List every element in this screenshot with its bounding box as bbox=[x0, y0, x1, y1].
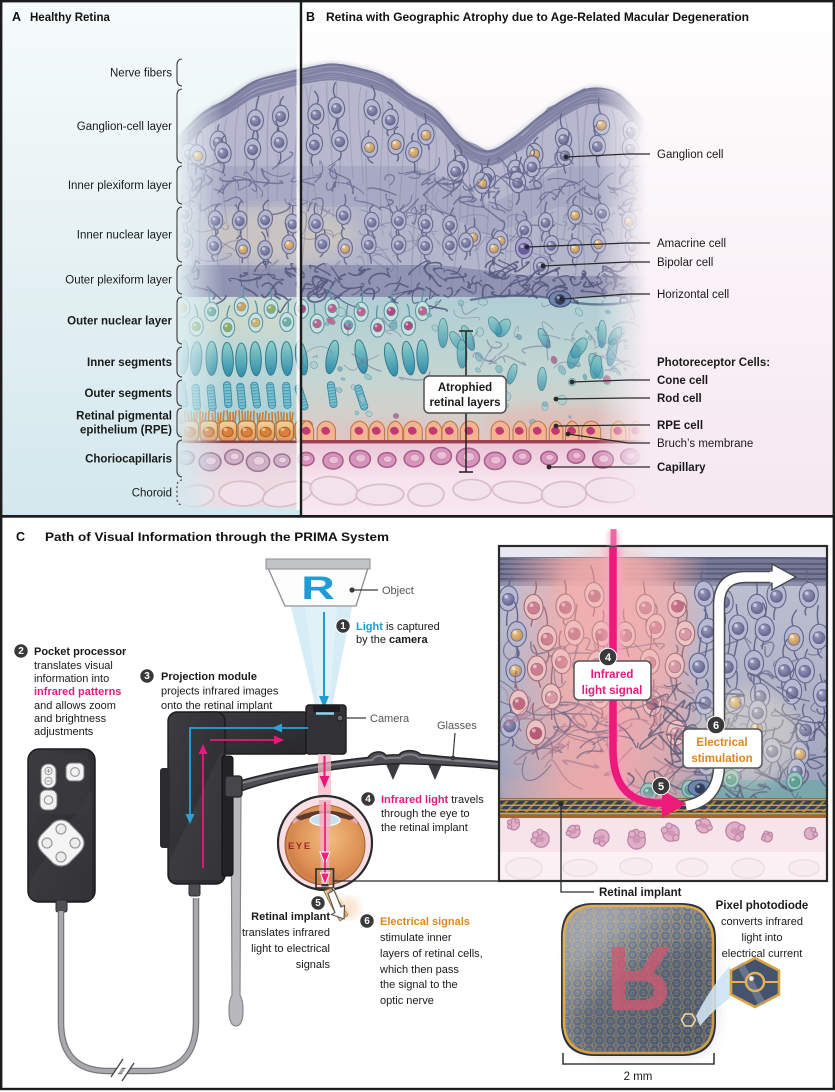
svg-text:1: 1 bbox=[340, 621, 346, 632]
svg-text:Photoreceptor Cells:: Photoreceptor Cells: bbox=[657, 357, 770, 369]
svg-text:Projection module: Projection module bbox=[161, 671, 257, 683]
svg-text:Choriocapillaris: Choriocapillaris bbox=[85, 454, 172, 466]
svg-text:stimulation: stimulation bbox=[691, 753, 752, 765]
svg-text:C: C bbox=[16, 530, 25, 544]
svg-text:Retinal implant: Retinal implant bbox=[251, 911, 330, 923]
svg-text:through the eye to: through the eye to bbox=[381, 808, 470, 820]
svg-text:light signal: light signal bbox=[582, 685, 643, 697]
svg-text:4: 4 bbox=[605, 652, 612, 664]
svg-text:translates visual: translates visual bbox=[34, 660, 113, 672]
svg-text:5: 5 bbox=[658, 781, 664, 793]
svg-text:the retinal implant: the retinal implant bbox=[381, 822, 468, 834]
svg-text:optic nerve: optic nerve bbox=[380, 995, 434, 1007]
svg-text:signals: signals bbox=[296, 959, 331, 971]
svg-text:Pixel photodiode: Pixel photodiode bbox=[716, 900, 809, 912]
svg-text:Light is captured: Light is captured bbox=[356, 621, 440, 633]
svg-text:Choroid: Choroid bbox=[132, 488, 172, 500]
svg-text:Infrared light travels: Infrared light travels bbox=[381, 794, 484, 806]
svg-text:Ganglion-cell layer: Ganglion-cell layer bbox=[77, 121, 172, 133]
svg-text:Pocket processor: Pocket processor bbox=[34, 646, 127, 658]
svg-text:Rod cell: Rod cell bbox=[657, 393, 702, 405]
svg-text:Atrophied: Atrophied bbox=[438, 382, 492, 394]
svg-text:Inner segments: Inner segments bbox=[87, 357, 172, 369]
svg-text:Inner nuclear layer: Inner nuclear layer bbox=[77, 230, 172, 242]
svg-text:which then pass: which then pass bbox=[379, 964, 459, 976]
svg-text:6: 6 bbox=[364, 916, 370, 927]
svg-text:2 mm: 2 mm bbox=[624, 1071, 653, 1083]
svg-text:the signal to the: the signal to the bbox=[380, 979, 458, 991]
svg-text:stimulate inner: stimulate inner bbox=[380, 932, 452, 944]
svg-text:by the camera: by the camera bbox=[356, 634, 428, 646]
svg-text:Outer plexiform layer: Outer plexiform layer bbox=[65, 275, 172, 287]
svg-text:Healthy Retina: Healthy Retina bbox=[30, 12, 110, 24]
svg-text:Retina with Geographic Atrophy: Retina with Geographic Atrophy due to Ag… bbox=[326, 12, 749, 24]
svg-text:Object: Object bbox=[382, 585, 414, 597]
svg-text:6: 6 bbox=[713, 720, 719, 732]
svg-text:Electrical: Electrical bbox=[696, 737, 747, 749]
svg-text:Inner plexiform layer: Inner plexiform layer bbox=[68, 180, 172, 192]
svg-text:EYE: EYE bbox=[288, 841, 312, 852]
svg-text:Ganglion cell: Ganglion cell bbox=[657, 149, 723, 161]
svg-text:light into: light into bbox=[742, 932, 783, 944]
svg-text:epithelium (RPE): epithelium (RPE) bbox=[80, 425, 172, 437]
svg-text:converts infrared: converts infrared bbox=[721, 916, 803, 928]
svg-text:translates infrared: translates infrared bbox=[242, 927, 330, 939]
svg-text:light to electrical: light to electrical bbox=[251, 943, 330, 955]
svg-text:5: 5 bbox=[315, 898, 321, 909]
svg-text:retinal layers: retinal layers bbox=[430, 397, 501, 409]
svg-text:R: R bbox=[301, 571, 335, 606]
svg-text:Infrared: Infrared bbox=[591, 669, 634, 681]
svg-text:B: B bbox=[306, 10, 315, 24]
svg-text:Path of Visual Information thr: Path of Visual Information through the P… bbox=[45, 532, 389, 544]
svg-text:Outer segments: Outer segments bbox=[84, 388, 172, 400]
svg-text:and allows zoom: and allows zoom bbox=[34, 700, 116, 712]
svg-text:Nerve fibers: Nerve fibers bbox=[110, 68, 172, 80]
svg-text:Electrical signals: Electrical signals bbox=[380, 916, 470, 928]
svg-text:Horizontal cell: Horizontal cell bbox=[657, 289, 729, 301]
svg-text:2: 2 bbox=[18, 646, 24, 657]
svg-text:electrical current: electrical current bbox=[722, 948, 803, 960]
svg-text:Capillary: Capillary bbox=[657, 462, 706, 474]
svg-text:3: 3 bbox=[144, 671, 150, 682]
svg-text:Amacrine cell: Amacrine cell bbox=[657, 238, 726, 250]
svg-text:Bipolar cell: Bipolar cell bbox=[657, 257, 713, 269]
svg-text:onto the retinal implant: onto the retinal implant bbox=[161, 700, 272, 712]
svg-text:infrared patterns: infrared patterns bbox=[34, 686, 121, 698]
svg-text:information into: information into bbox=[34, 673, 109, 685]
svg-text:Bruch’s membrane: Bruch’s membrane bbox=[657, 438, 753, 450]
svg-text:Glasses: Glasses bbox=[437, 720, 477, 732]
svg-text:R: R bbox=[606, 927, 672, 1029]
svg-text:Retinal pigmental: Retinal pigmental bbox=[76, 411, 172, 423]
svg-text:adjustments: adjustments bbox=[34, 726, 94, 738]
svg-text:Camera: Camera bbox=[370, 713, 410, 725]
svg-text:projects infrared images: projects infrared images bbox=[161, 686, 279, 698]
svg-text:4: 4 bbox=[365, 794, 371, 805]
svg-text:layers of retinal cells,: layers of retinal cells, bbox=[380, 948, 483, 960]
svg-text:RPE cell: RPE cell bbox=[657, 420, 703, 432]
svg-text:and brightness: and brightness bbox=[34, 713, 107, 725]
svg-text:A: A bbox=[12, 10, 21, 24]
svg-text:Outer nuclear layer: Outer nuclear layer bbox=[67, 316, 172, 328]
svg-text:Cone cell: Cone cell bbox=[657, 375, 708, 387]
svg-text:Retinal implant: Retinal implant bbox=[599, 887, 682, 899]
